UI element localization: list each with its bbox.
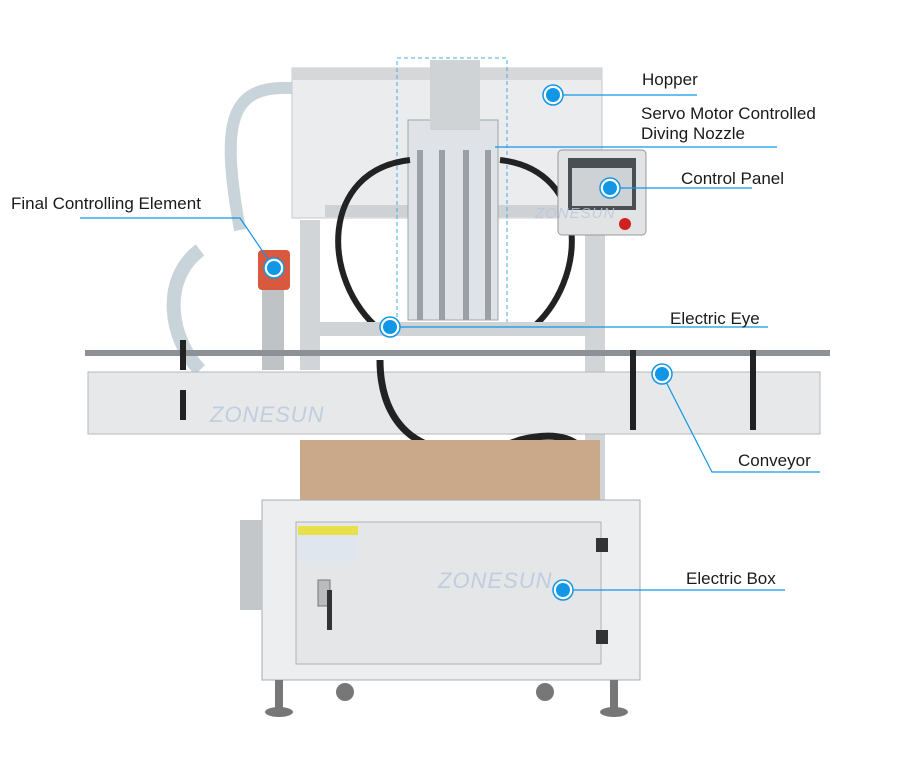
marker-electric-box [552,579,574,601]
label-servo-line2: Diving Nozzle [641,124,745,143]
watermark: ZONESUN [438,568,553,593]
label-electric-eye: Electric Eye [670,309,760,328]
label-servo-line1: Servo Motor Controlled [641,104,816,123]
marker-final-controlling-element [263,257,285,279]
label-electric-box: Electric Box [686,569,776,588]
label-final-controlling-element: Final Controlling Element [11,194,201,213]
label-control-panel: Control Panel [681,169,785,188]
watermark: ZONESUN [535,205,616,222]
marker-conveyor [651,363,673,385]
marker-control-panel [599,177,621,199]
marker-electric-eye [379,316,401,338]
label-hopper: Hopper [642,70,698,89]
watermark: ZONESUN [210,402,325,427]
hose [224,81,293,232]
marker-hopper [542,84,564,106]
conveyor-body [87,371,821,435]
label-conveyor: Conveyor [738,451,811,470]
callout-markers [263,84,673,601]
conveyor-rail [85,350,830,356]
